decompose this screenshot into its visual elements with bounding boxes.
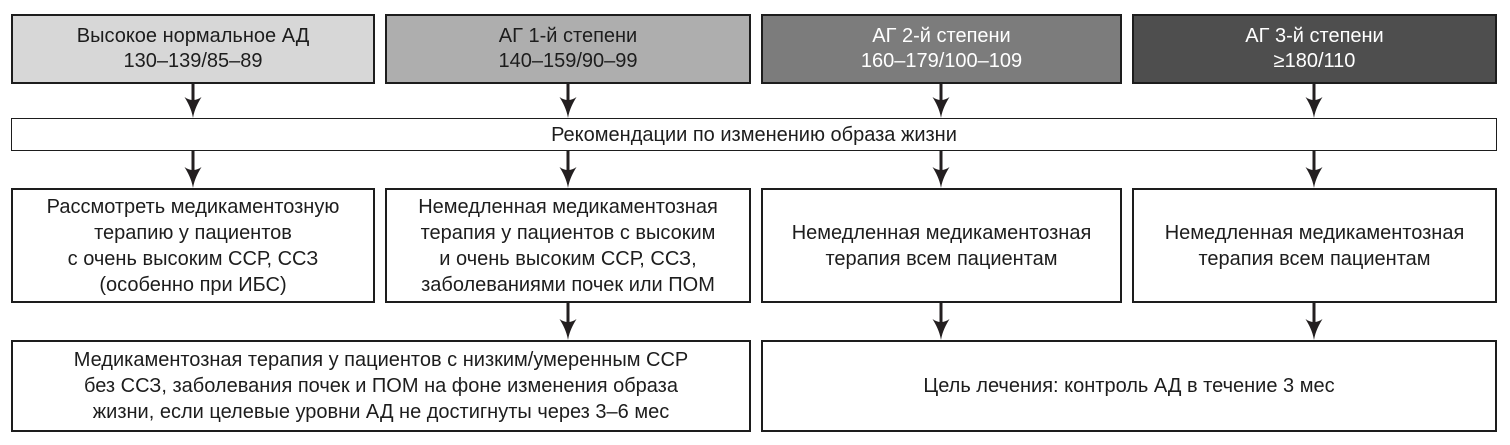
arrow-down-icon <box>1303 151 1325 188</box>
arrow-down-icon <box>1303 84 1325 118</box>
bp-category-title: Высокое нормальное АД <box>76 25 310 47</box>
bp-category-box-grade-2: АГ 2-й степени 160–179/100–109 <box>761 14 1122 84</box>
arrow-down-icon <box>182 151 204 188</box>
therapy-box-grade-2: Немедленная медикаментозная терапия всем… <box>761 188 1122 303</box>
therapy-box-grade-3: Немедленная медикаментозная терапия всем… <box>1132 188 1497 303</box>
bp-category-range: 130–139/85–89 <box>123 50 263 72</box>
arrow-down-icon <box>557 84 579 118</box>
arrow-down-icon <box>930 303 952 340</box>
bp-category-title: АГ 1-й степени <box>498 25 638 47</box>
outcome-box-treatment-goal: Цель лечения: контроль АД в течение 3 ме… <box>761 340 1497 432</box>
bp-category-range: 160–179/100–109 <box>860 50 1023 72</box>
arrow-down-icon <box>930 84 952 118</box>
therapy-box-grade-1: Немедленная медикаментозная терапия у па… <box>385 188 751 303</box>
bp-category-range: ≥180/110 <box>1273 50 1356 72</box>
bp-category-range: 140–159/90–99 <box>498 50 638 72</box>
bp-category-box-grade-1: АГ 1-й степени 140–159/90–99 <box>385 14 751 84</box>
arrow-down-icon <box>557 303 579 340</box>
arrow-down-icon <box>930 151 952 188</box>
lifestyle-recommendation-label: Рекомендации по изменению образа жизни <box>551 123 957 146</box>
outcome-box-text: Цель лечения: контроль АД в течение 3 ме… <box>923 375 1335 397</box>
therapy-box-text: Немедленная медикаментозная терапия у па… <box>418 195 718 296</box>
arrow-down-icon <box>1303 303 1325 340</box>
outcome-box-text: Медикаментозная терапия у пациентов с ни… <box>73 349 689 423</box>
therapy-box-text: Немедленная медикаментозная терапия всем… <box>1164 221 1465 270</box>
lifestyle-recommendation-band: Рекомендации по изменению образа жизни <box>11 118 1497 151</box>
therapy-box-high-normal: Рассмотреть медикаментозную терапию у па… <box>11 188 375 303</box>
arrow-down-icon <box>557 151 579 188</box>
bp-category-title: АГ 2-й степени <box>872 25 1011 47</box>
bp-category-title: АГ 3-й степени <box>1245 25 1384 47</box>
bp-category-box-grade-3: АГ 3-й степени ≥180/110 <box>1132 14 1497 84</box>
outcome-box-delayed-therapy: Медикаментозная терапия у пациентов с ни… <box>11 340 751 432</box>
therapy-box-text: Рассмотреть медикаментозную терапию у па… <box>46 195 340 296</box>
therapy-box-text: Немедленная медикаментозная терапия всем… <box>791 221 1092 270</box>
bp-category-box-high-normal: Высокое нормальное АД 130–139/85–89 <box>11 14 375 84</box>
arrow-down-icon <box>182 84 204 118</box>
